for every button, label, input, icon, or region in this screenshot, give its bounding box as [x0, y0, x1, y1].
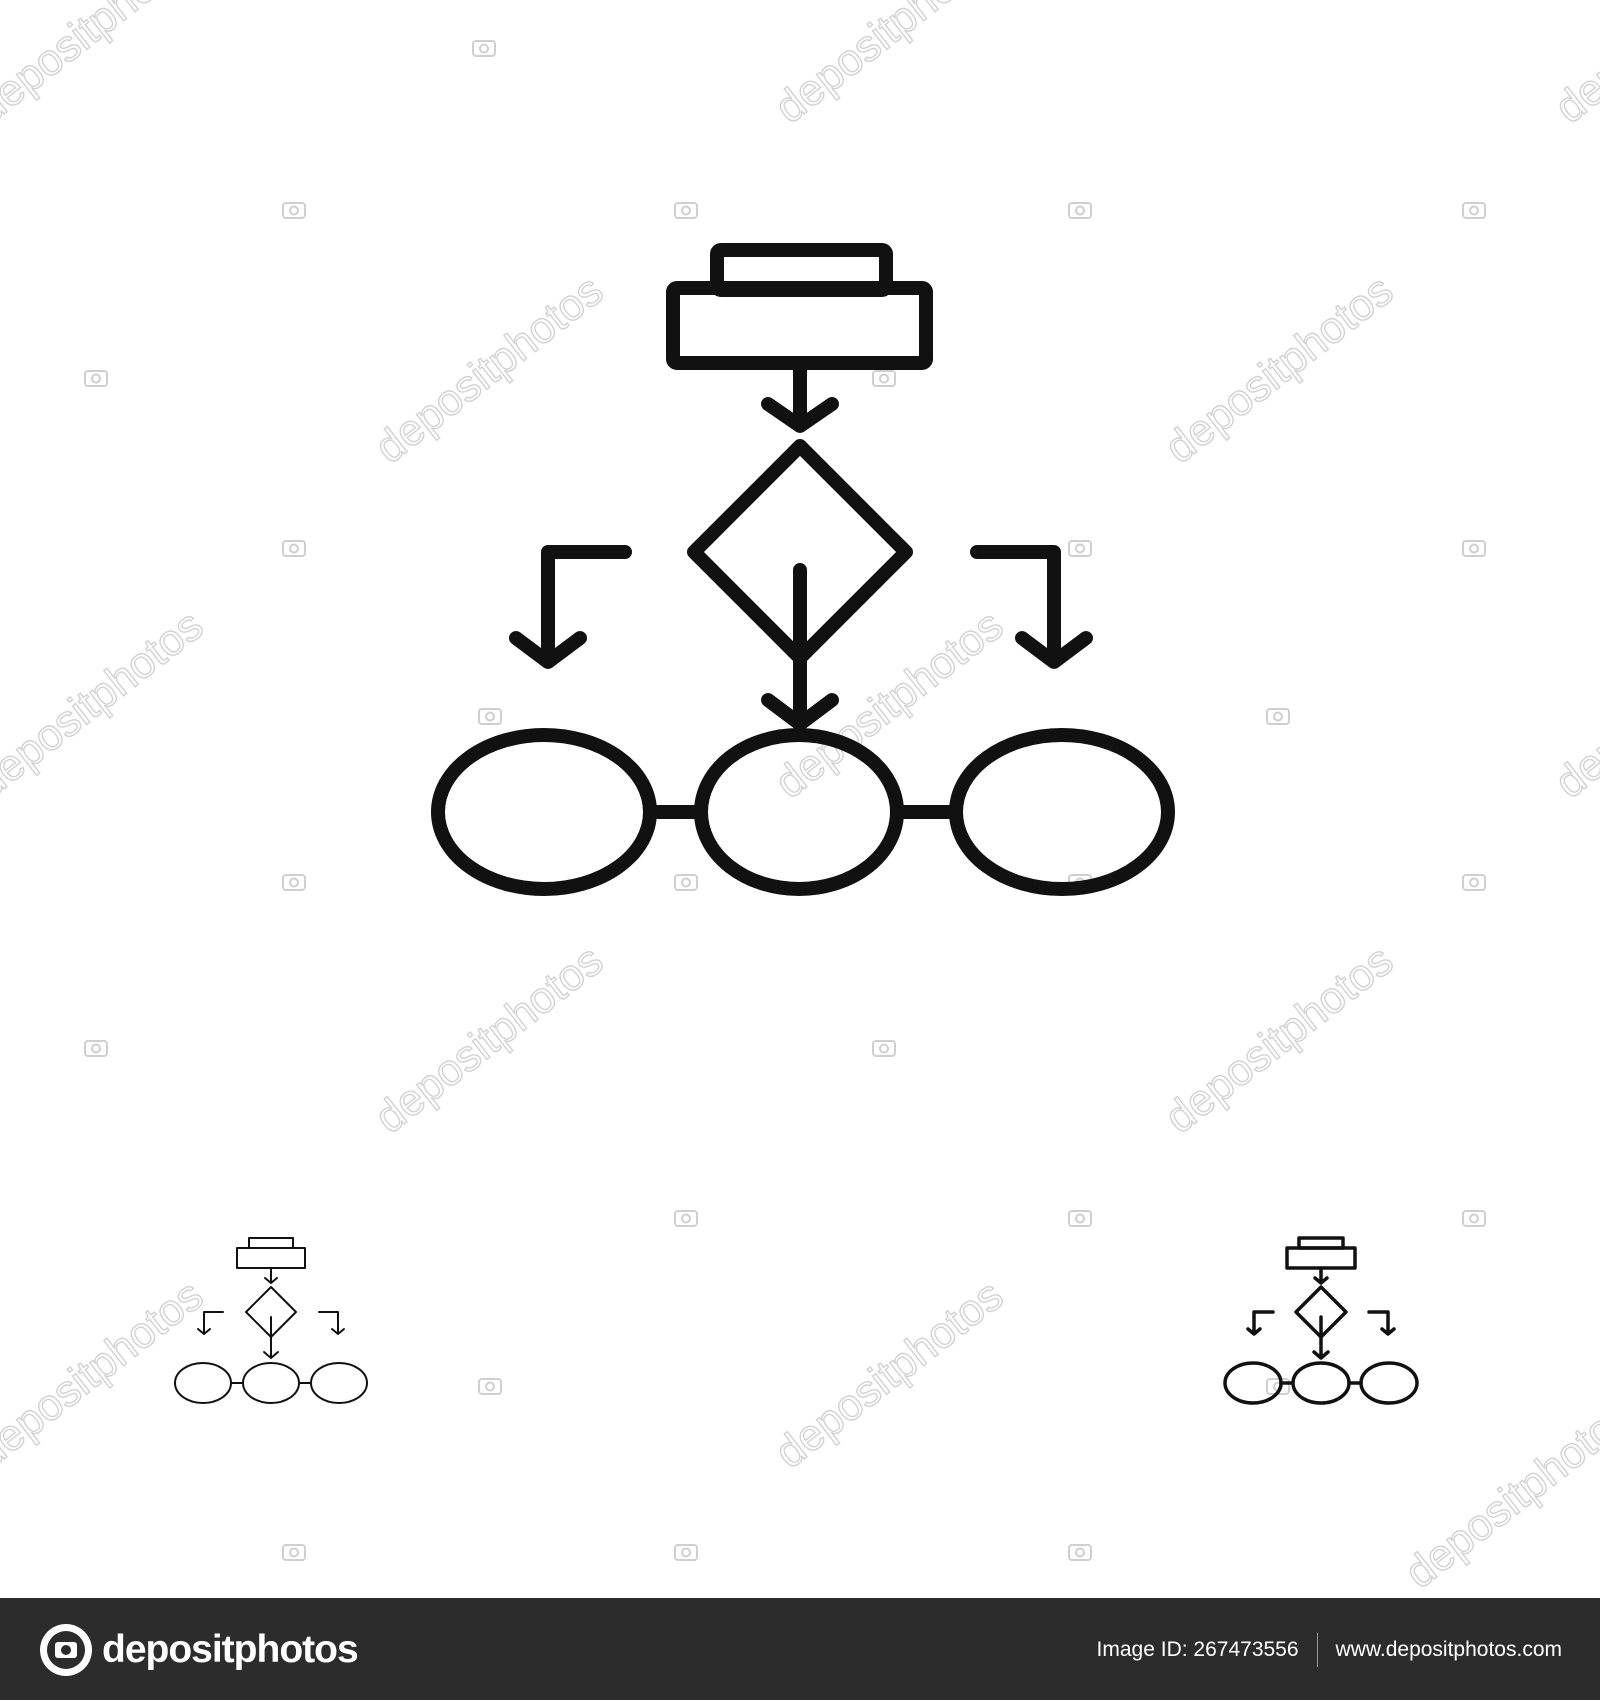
svg-text:depositphotos: depositphotos: [766, 1271, 1012, 1478]
image-id-label: Image ID:: [1096, 1638, 1188, 1661]
website-link[interactable]: www.depositphotos.com: [1335, 1638, 1562, 1661]
flowchart-arrow-down-top: [761, 356, 839, 433]
image-info: Image ID: 267473556 www.depositphotos.co…: [1097, 1632, 1562, 1668]
flowchart-center-arrow: [761, 563, 839, 731]
depositphotos-footer: depositphotos Image ID: 267473556 www.de…: [0, 1598, 1600, 1700]
flowchart-start-box: [666, 281, 933, 370]
flowchart-right-branch-arrow: [970, 545, 1093, 669]
flowchart-center-node: [694, 728, 904, 896]
brand-name: depositphotos: [102, 1628, 359, 1671]
flowchart-right-node: [949, 728, 1175, 896]
flowchart-bold-line-icon: [1223, 1236, 1419, 1405]
depositphotos-brand[interactable]: depositphotos: [38, 1622, 359, 1678]
flowchart-icon: [431, 243, 1175, 896]
flowchart-left-branch-arrow: [509, 545, 632, 669]
svg-text:depositphotos: depositphotos: [1396, 1391, 1600, 1598]
image-id-value: 267473556: [1193, 1638, 1299, 1661]
depositphotos-logo-icon: [40, 1624, 92, 1676]
flowchart-thin-line-icon: [174, 1237, 368, 1404]
flowchart-left-node: [431, 728, 657, 896]
footer-divider: [1316, 1633, 1318, 1667]
